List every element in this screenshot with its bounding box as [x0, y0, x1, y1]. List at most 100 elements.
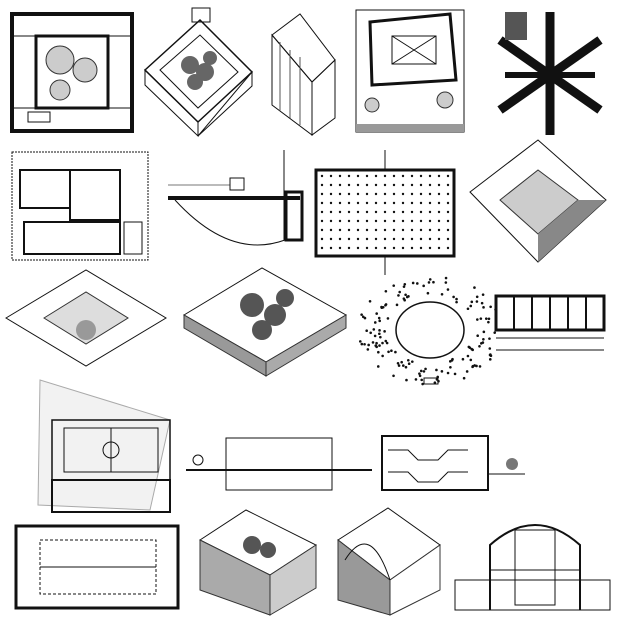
column-dot: [392, 210, 396, 214]
tree-dot: [466, 307, 470, 311]
column-dot: [437, 219, 441, 223]
tree-dot: [387, 350, 390, 354]
column-dot: [410, 228, 414, 232]
column-dot: [401, 237, 405, 241]
column-dot: [383, 174, 387, 178]
column-dot: [410, 174, 414, 178]
tree-dot: [452, 295, 455, 299]
tree-dot: [478, 344, 481, 348]
column-dot: [392, 219, 396, 223]
column-dot: [383, 192, 387, 196]
column-dot: [419, 183, 423, 187]
column-dot: [374, 174, 378, 178]
domed-building-section: [454, 524, 611, 611]
tree-dot: [465, 370, 469, 373]
column-dot: [356, 174, 360, 178]
tree-dot: [384, 289, 388, 293]
tree-dot: [428, 278, 432, 281]
section-platform-cliff: [168, 150, 304, 246]
column-dot: [338, 201, 342, 205]
column-dot: [338, 219, 342, 223]
column-dot: [320, 219, 324, 223]
column-dot: [365, 201, 369, 205]
column-dot: [347, 174, 351, 178]
column-dot: [392, 174, 396, 178]
column-dot: [356, 237, 360, 241]
tree-dot: [488, 347, 492, 350]
column-dot: [419, 246, 423, 250]
column-dot: [419, 219, 423, 223]
column-dot: [356, 228, 360, 232]
column-dot: [347, 201, 351, 205]
tree-dot: [375, 345, 378, 349]
column-dot: [374, 183, 378, 187]
column-dot: [437, 174, 441, 178]
column-dot: [338, 237, 342, 241]
tree-dot: [396, 361, 400, 365]
tree-dot: [404, 365, 408, 369]
column-dot: [320, 201, 324, 205]
column-dot: [338, 210, 342, 214]
tree-dot: [395, 303, 399, 307]
column-dot: [392, 228, 396, 232]
tree-dot: [444, 276, 448, 280]
tree-dot: [482, 337, 485, 341]
tree-dot: [455, 300, 458, 304]
column-dot: [347, 228, 351, 232]
column-dot: [392, 237, 396, 241]
long-facade-elevation: [186, 437, 372, 491]
column-dot: [329, 246, 333, 250]
column-dot: [329, 201, 333, 205]
tree-dot: [383, 330, 386, 333]
column-grid-hall-plan: [314, 150, 456, 275]
tree-dot: [400, 360, 403, 364]
column-dot: [419, 210, 423, 214]
column-dot: [329, 174, 333, 178]
column-dot: [329, 219, 333, 223]
tree-dot: [480, 301, 484, 305]
column-dot: [437, 210, 441, 214]
column-dot: [401, 246, 405, 250]
column-dot: [437, 183, 441, 187]
tree-dot: [411, 360, 414, 363]
column-dot: [410, 192, 414, 196]
tree-dot: [449, 365, 452, 369]
tree-dot: [368, 299, 372, 303]
tree-dot: [414, 378, 418, 381]
tree-dot: [493, 331, 497, 334]
column-dot: [374, 192, 378, 196]
column-dot: [383, 210, 387, 214]
column-dot: [365, 219, 369, 223]
column-dot: [392, 183, 396, 187]
column-dot: [329, 192, 333, 196]
tree-dot: [381, 341, 384, 345]
tree-dot: [469, 358, 473, 362]
tree-dot: [392, 374, 395, 378]
column-dot: [428, 174, 432, 178]
column-dot: [446, 174, 450, 178]
column-dot: [428, 228, 432, 232]
row-house-section: [494, 294, 606, 351]
tree-dot: [422, 284, 425, 288]
isometric-courtyard-arches: [198, 509, 318, 616]
tree-dot: [375, 341, 378, 345]
column-dot: [410, 219, 414, 223]
tree-dot: [386, 317, 390, 320]
tree-dot: [375, 312, 378, 315]
column-dot: [419, 237, 423, 241]
tree-dot: [422, 370, 426, 373]
tree-dot: [379, 335, 382, 339]
tree-dot: [489, 305, 492, 309]
tree-dot: [476, 318, 479, 321]
tree-dot: [482, 306, 485, 309]
tree-dot: [446, 371, 450, 375]
pavilion-plan-with-garden: [355, 9, 465, 133]
column-dot: [365, 246, 369, 250]
column-dot: [338, 228, 342, 232]
courtyard-house-plan: [10, 12, 134, 133]
column-dot: [419, 192, 423, 196]
column-dot: [356, 192, 360, 196]
column-dot: [374, 219, 378, 223]
tree-dot: [385, 341, 389, 345]
